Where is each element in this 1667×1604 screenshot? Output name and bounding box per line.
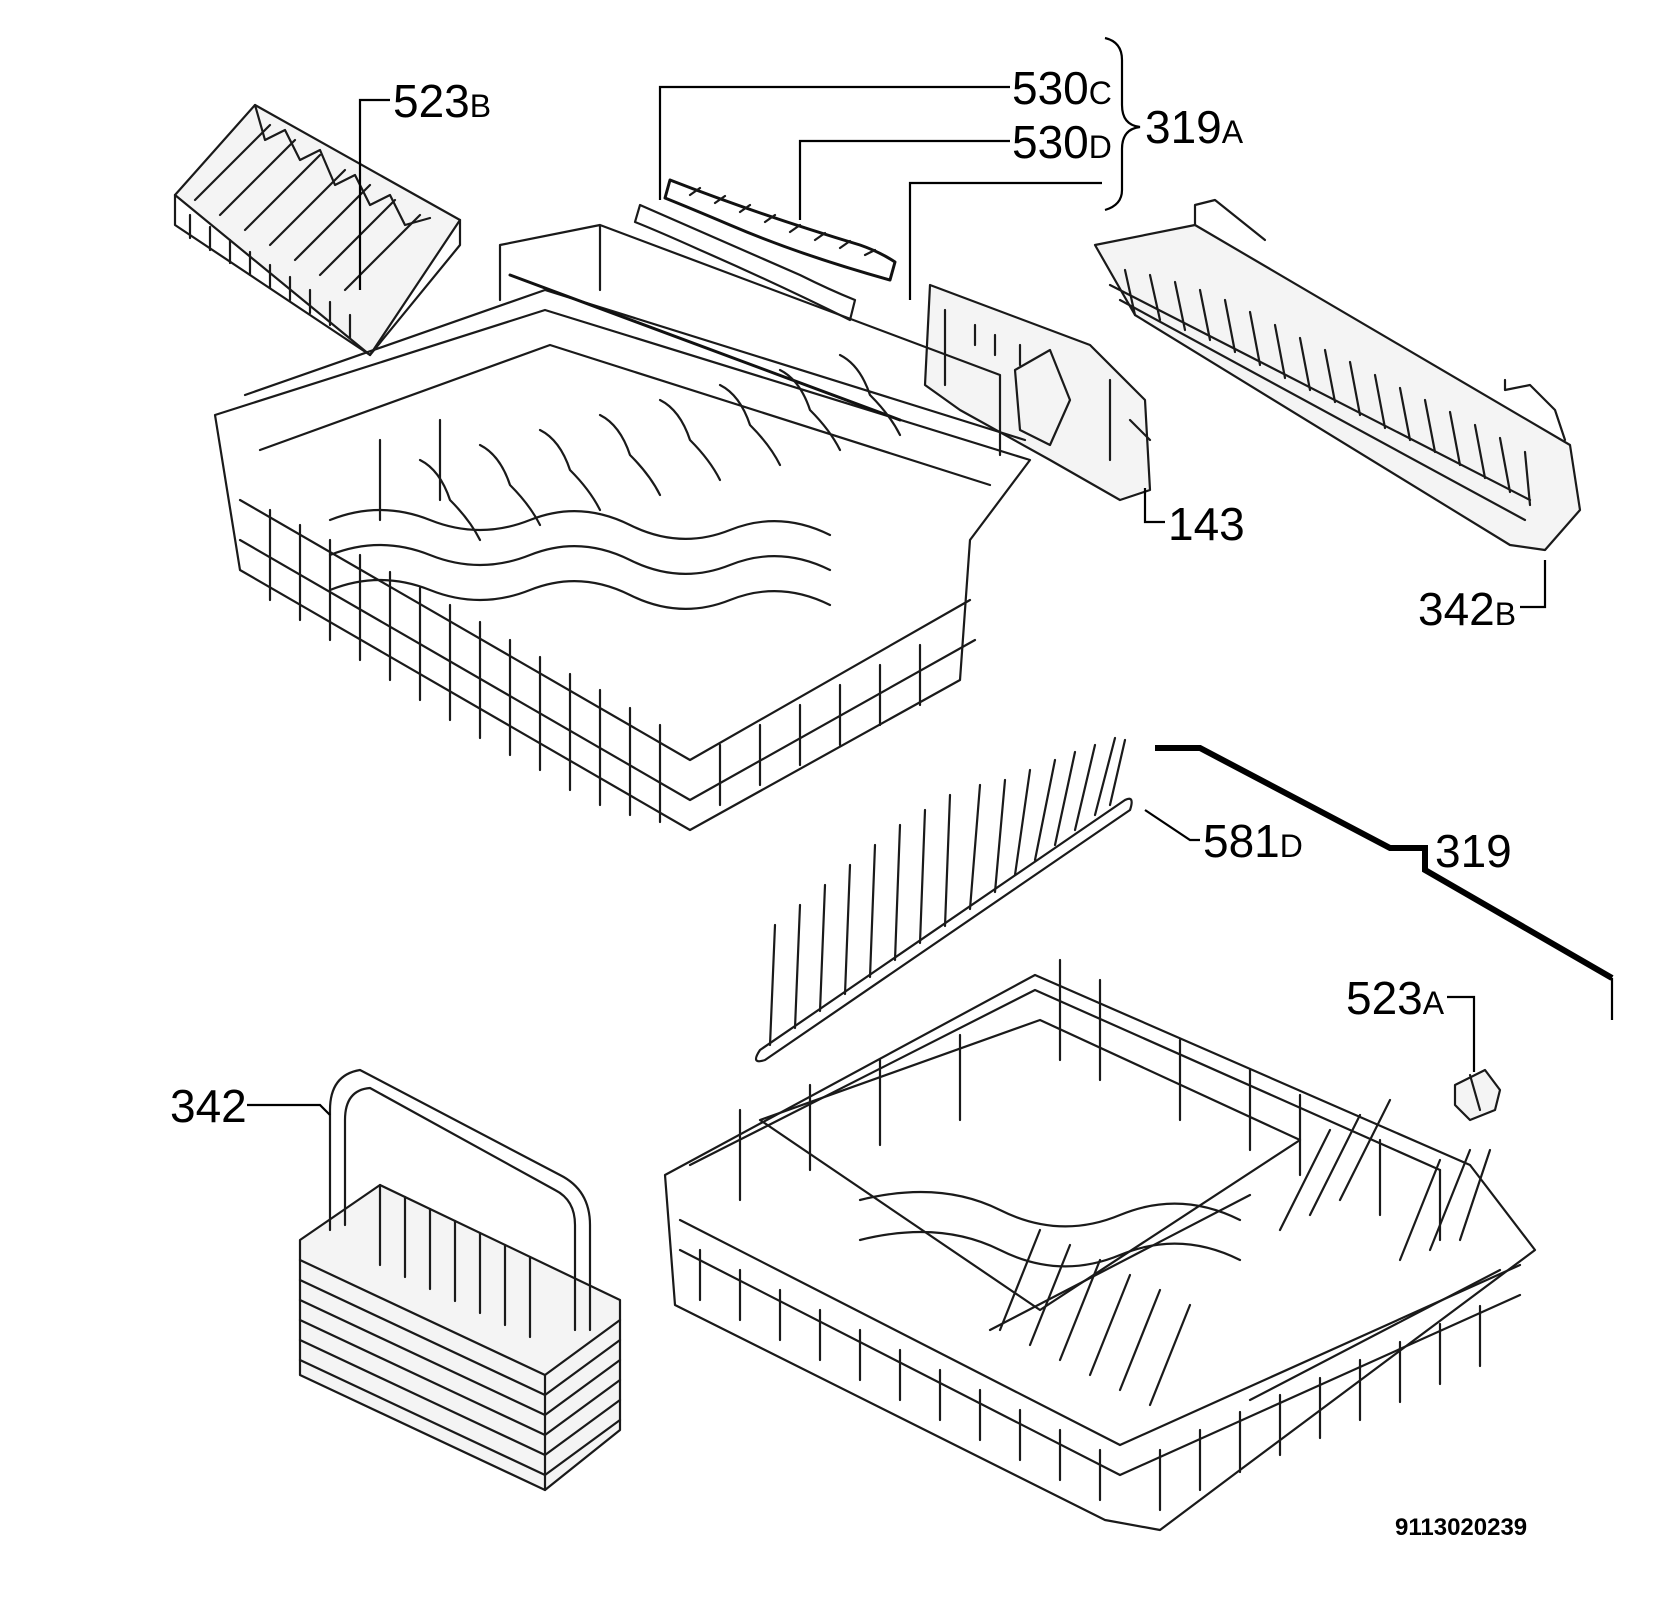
label-342b: 342B <box>1418 583 1516 635</box>
label-319: 319 <box>1435 825 1512 877</box>
label-342b-suffix: B <box>1495 596 1516 632</box>
label-143: 143 <box>1168 498 1245 550</box>
leader-523a <box>1447 995 1476 1072</box>
part-530c-rail <box>633 203 857 322</box>
brace-319a <box>1104 36 1141 212</box>
lower-rack <box>663 958 1537 1532</box>
label-319a-suffix: A <box>1222 114 1244 150</box>
part-labels: 523B 530C 530D 319A 143 342B 581D 319 52… <box>170 62 1527 1541</box>
label-523b-suffix: B <box>470 88 491 124</box>
label-342b-num: 342 <box>1418 583 1495 635</box>
leader-342 <box>247 1103 331 1116</box>
label-530d: 530D <box>1012 116 1112 168</box>
part-530d-rail <box>663 178 897 282</box>
label-530c-num: 530 <box>1012 62 1089 114</box>
leader-530c <box>658 85 1010 200</box>
label-530c: 530C <box>1012 62 1112 114</box>
label-523a: 523A <box>1346 972 1445 1024</box>
label-143-num: 143 <box>1168 498 1245 550</box>
label-530c-suffix: C <box>1089 75 1112 111</box>
leader-143b <box>1143 488 1165 524</box>
document-number: 9113020239 <box>1395 1514 1527 1541</box>
label-342-num: 342 <box>170 1080 247 1132</box>
label-523a-num: 523 <box>1346 972 1423 1024</box>
part-342b-basket <box>1093 198 1582 552</box>
leader-523b <box>358 98 390 290</box>
label-530d-suffix: D <box>1089 129 1112 165</box>
leader-319 <box>1155 745 1614 981</box>
part-143-bracket <box>923 283 1152 502</box>
leader-lines <box>247 36 1614 1116</box>
label-342: 342 <box>170 1080 247 1132</box>
leader-143 <box>908 181 1102 300</box>
label-581d-suffix: D <box>1280 828 1303 864</box>
upper-rack <box>213 223 1032 832</box>
label-581d-num: 581 <box>1203 815 1280 867</box>
part-342-cutlery-basket <box>298 1068 622 1492</box>
label-523b-num: 523 <box>393 75 470 127</box>
label-523a-suffix: A <box>1423 985 1445 1021</box>
part-523b-cup-rack <box>173 103 462 357</box>
part-523a-clip <box>1453 1068 1502 1122</box>
part-581d-tine-row <box>754 736 1133 1063</box>
label-530d-num: 530 <box>1012 116 1089 168</box>
label-319a: 319A <box>1145 101 1244 153</box>
label-319a-num: 319 <box>1145 101 1222 153</box>
label-319-num: 319 <box>1435 825 1512 877</box>
leader-342b <box>1520 560 1547 609</box>
label-523b: 523B <box>393 75 491 127</box>
leader-530d <box>798 139 1010 220</box>
label-581d: 581D <box>1203 815 1303 867</box>
leader-581d <box>1144 809 1200 842</box>
